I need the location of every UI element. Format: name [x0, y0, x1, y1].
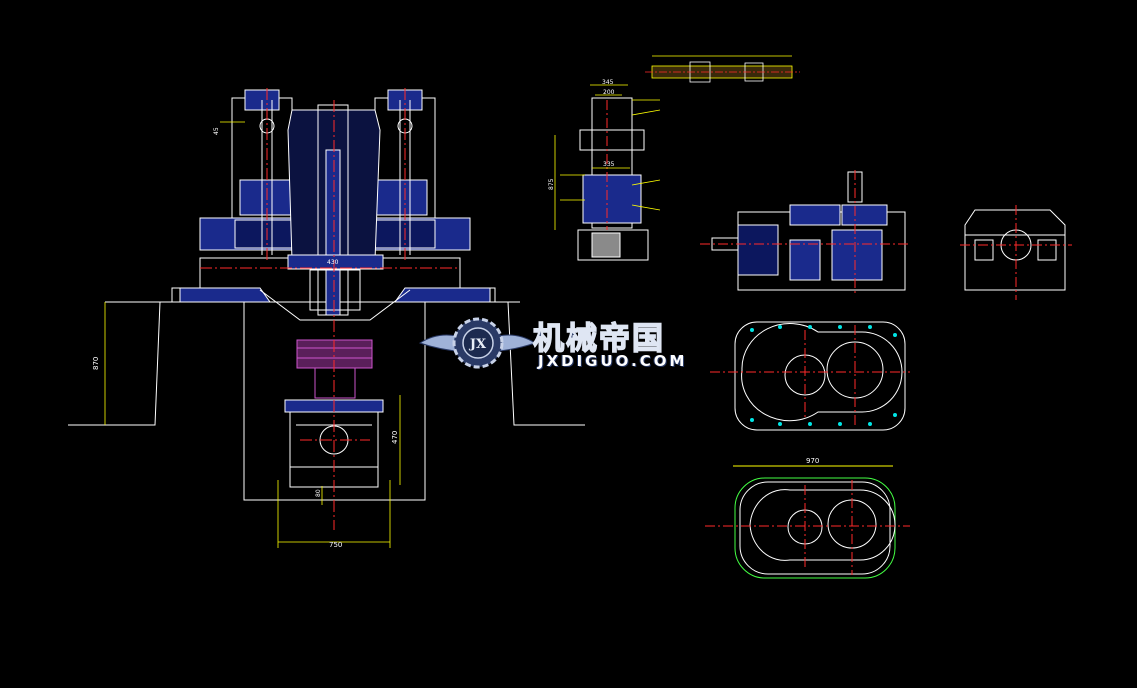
plan-bolt-holes [750, 325, 897, 426]
bolt-hole [838, 325, 842, 329]
dim-text-base-small: 80 [315, 489, 322, 497]
main-dimension-lines [104, 121, 401, 548]
shaft-detail-base [577, 229, 649, 261]
bolt-hole [868, 325, 872, 329]
shaft-detail-housing [591, 97, 633, 229]
reducer-top-cover [789, 204, 841, 226]
side-view-block-right [1037, 239, 1057, 261]
center-shaft-core [325, 149, 341, 316]
center-plate [287, 254, 384, 270]
dim-text-shaft-dia: 430 [327, 259, 339, 266]
reducer-gear-2 [831, 229, 883, 281]
bolt-hole [893, 333, 897, 337]
shaft-dim-text-mid: 335 [603, 161, 615, 168]
coupling-lower [314, 367, 356, 399]
dim-text-main-width: 750 [329, 541, 342, 549]
shaft-detail-dims [554, 84, 661, 230]
bottom-dim-text: 970 [806, 457, 819, 465]
dim-text-angle: 45 [213, 127, 220, 135]
dim-text-main-height: 870 [92, 357, 100, 370]
gearbox-bottom-view [705, 465, 910, 579]
gearbox-plan-view [710, 321, 910, 431]
bolt-hole [808, 325, 812, 329]
bottom-inner-oval [749, 489, 896, 561]
shaft-leader-4 [631, 204, 661, 211]
bolt-hole [778, 325, 782, 329]
reducer-top-cover-2 [841, 204, 888, 226]
base-flange-left [179, 287, 271, 303]
emblem-letters: JX [469, 337, 487, 352]
watermark-english: JXDIGUO.COM [538, 352, 688, 370]
bolt-hole [808, 422, 812, 426]
shaft-detail-bearing [582, 174, 642, 224]
reducer-gear-1 [789, 239, 821, 281]
side-view-outline [964, 209, 1066, 291]
gear-hub-icon [462, 327, 494, 359]
plan-inner-oval [741, 323, 903, 422]
reducer-section-view [700, 170, 910, 295]
main-assembly-view [68, 89, 585, 501]
shaft-dim-text-height: 875 [548, 178, 555, 190]
reducer-input-housing [737, 224, 779, 276]
small-shaft-part [645, 55, 800, 83]
bolt-hole [893, 413, 897, 417]
side-view-block-left [974, 239, 994, 261]
reducer-side-view [960, 205, 1072, 300]
bolt-hole [838, 422, 842, 426]
base-flange-right [394, 287, 491, 303]
shaft-detail-flange [579, 129, 645, 151]
shaft-dim-text-top-2: 200 [603, 89, 615, 96]
shaft-leader-3 [631, 179, 661, 186]
bottom-outer-green [734, 477, 896, 579]
bolt-hole [750, 418, 754, 422]
cone-bottom [259, 289, 411, 321]
base-section-hatch-2 [369, 219, 436, 249]
center-hub [309, 269, 361, 311]
bolt-hole [750, 328, 754, 332]
bolt-hole [868, 422, 872, 426]
watermark-emblem: JX [418, 317, 537, 369]
shaft-detail-hub [591, 232, 621, 258]
shaft-leader-2 [631, 109, 661, 116]
watermark-chinese: 机械帝国 [532, 320, 665, 357]
bottom-outer [739, 481, 891, 575]
shaft-detail-view [577, 97, 649, 261]
bolt-hole [778, 422, 782, 426]
dim-text-base-height: 470 [391, 431, 399, 444]
shaft-dim-text-top-1: 345 [602, 79, 614, 86]
plan-outer [734, 321, 906, 431]
main-centerlines [200, 88, 460, 530]
